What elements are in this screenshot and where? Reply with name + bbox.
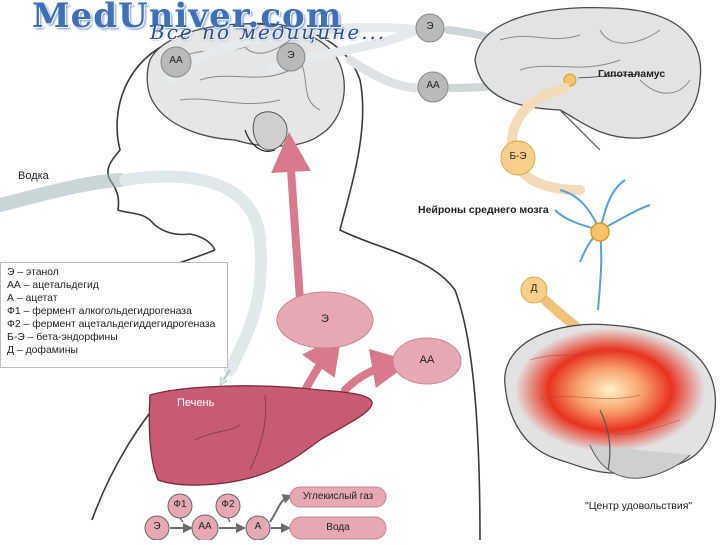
liver-label: Печень bbox=[177, 397, 214, 409]
legend-item: Б-Э – бета-эндорфины bbox=[7, 331, 221, 344]
legend-item: Ф2 – фермент ацетальдегиддегидрогеназа bbox=[7, 318, 221, 331]
watermark-subtitle: Все по медицине... bbox=[150, 20, 386, 44]
legend-item: Ф1 – фермент алкогольдегидрогеназа bbox=[7, 305, 221, 318]
legend-item: А – ацетат bbox=[7, 292, 221, 305]
midbrain-neurons-label: Нейроны среднего мозга bbox=[418, 204, 549, 216]
node-ethanol-top-label: Э bbox=[420, 21, 440, 32]
legend-item: Э – этанол bbox=[7, 266, 221, 279]
midbrain-neuron bbox=[555, 180, 650, 310]
node-acetaldehyde-top-label: АА bbox=[420, 80, 446, 91]
pathway-enzyme2: Ф2 bbox=[216, 499, 240, 510]
input-label: Водка bbox=[18, 170, 49, 182]
pleasure-center-brain bbox=[505, 324, 716, 478]
pathway-product-co2: Углекислый газ bbox=[290, 491, 386, 502]
node-ethanol-blood-label: Э bbox=[300, 313, 350, 325]
pleasure-center-label: "Центр удовольствия" bbox=[585, 500, 692, 512]
pathway-acetaldehyde: АА bbox=[192, 521, 218, 532]
hypothalamus-label: Гипоталамус bbox=[598, 68, 665, 80]
pathway-product-water: Вода bbox=[290, 522, 386, 533]
node-acetaldehyde-brain-label: АА bbox=[163, 55, 189, 66]
legend-item: Д – дофамины bbox=[7, 344, 221, 357]
legend-box: Э – этанол АА – ацетальдегид А – ацетат … bbox=[0, 262, 228, 368]
legend-item: АА – ацетальдегид bbox=[7, 279, 221, 292]
node-ethanol-brain-label: Э bbox=[281, 50, 301, 61]
node-beta-endorphin-label: Б-Э bbox=[501, 151, 535, 162]
pathway-enzyme1: Ф1 bbox=[168, 499, 192, 510]
pink-arrows bbox=[290, 152, 392, 400]
node-acetaldehyde-blood-label: АА bbox=[407, 354, 447, 366]
node-dopamine-label: Д bbox=[524, 283, 544, 294]
pathway-acetate: А bbox=[248, 521, 268, 532]
pathway-ethanol: Э bbox=[147, 521, 167, 532]
